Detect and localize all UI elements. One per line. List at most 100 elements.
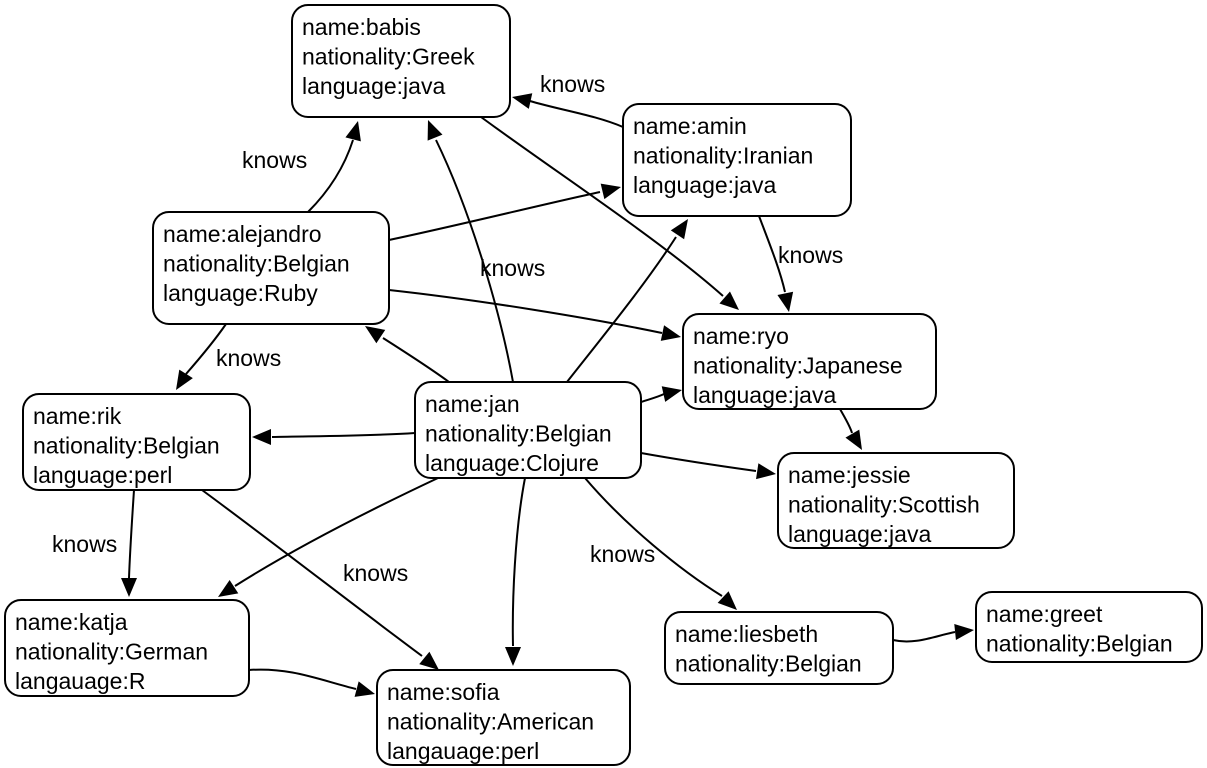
arrowhead (505, 647, 521, 666)
arrowhead (954, 624, 974, 640)
edge-label: knows (778, 242, 843, 268)
node-box (622, 103, 852, 217)
edge-line (640, 452, 757, 472)
node-property: name:greet (986, 601, 1103, 627)
node-jan[interactable]: name:jan nationality:Belgian language:Cloj… (414, 381, 642, 479)
edge-line (758, 215, 786, 293)
node-property: name:katja (15, 609, 128, 635)
node-property: name:alejandro (163, 221, 322, 247)
edge-rik-to-katja: knows (52, 489, 137, 597)
node-box (291, 4, 511, 118)
node-property: name:liesbeth (675, 621, 818, 647)
edge-jan-to-alejandro (365, 326, 450, 383)
node-sofia[interactable]: name:sofianationality:Americanlangauage:… (376, 669, 631, 766)
edge-jan-to-amin (566, 219, 688, 383)
node-property: langauage:R (15, 668, 145, 694)
node-box (376, 669, 631, 766)
arrowhead (252, 429, 271, 445)
node-liesbeth[interactable]: name:liesbeth nationality:Belgian (664, 611, 894, 685)
nodes-layer: name:babisnationality:Greeklanguage:java… (4, 4, 1203, 766)
edge-jan-to-sofia (505, 477, 526, 666)
arrowhead (419, 651, 439, 670)
arrowhead (756, 463, 776, 480)
node-property: language:java (693, 382, 836, 408)
edge-label: knows (590, 541, 655, 567)
edge-line (388, 191, 601, 241)
node-box (4, 599, 250, 697)
node-property: nationality:Belgian (163, 251, 350, 277)
edge-jan-to-babis: knows (427, 120, 545, 383)
arrowhead (670, 219, 688, 240)
node-property: language:java (788, 521, 931, 547)
node-property: nationality:Belgian (33, 433, 220, 459)
node-jessie[interactable]: name:jessienationality:Scottishlanguage:… (777, 452, 1015, 549)
edge-babis-to-ryo (480, 116, 739, 310)
node-ryo[interactable]: name:ryonationality:Japaneselanguage:jav… (682, 313, 937, 410)
edge-alejandro-to-ryo (388, 289, 681, 341)
arrowhead (512, 93, 533, 109)
node-property: nationality:Iranian (633, 143, 813, 169)
node-box (152, 211, 390, 325)
node-property: name:ryo (693, 323, 789, 349)
edge-alejandro-to-amin (388, 183, 621, 241)
node-property: language:Clojure (425, 450, 599, 476)
node-property: nationality:Belgian (675, 651, 862, 677)
node-property: nationality:Belgian (986, 631, 1173, 657)
node-property: name:jan (425, 391, 520, 417)
node-property: nationality:American (387, 709, 594, 735)
node-property: name:jessie (788, 462, 911, 488)
edge-label: knows (216, 345, 281, 371)
edge-label: knows (343, 560, 408, 586)
node-property: name:babis (302, 14, 421, 40)
node-box (22, 393, 251, 491)
edge-label: knows (52, 531, 117, 557)
edge-liesbeth-to-greet (892, 624, 974, 643)
edge-line (529, 100, 624, 128)
edge-line (892, 631, 956, 643)
arrowhead (717, 591, 737, 610)
edge-line (566, 236, 677, 383)
edge-ryo-to-jessie (839, 408, 862, 450)
node-alejandro[interactable]: name:alejandro nationality:Belgian languag… (152, 211, 390, 325)
node-amin[interactable]: name:amin nationality:Iranian language:jav… (622, 103, 852, 217)
edge-line (307, 139, 354, 213)
node-box (777, 452, 1015, 549)
node-property: language:Ruby (163, 280, 318, 306)
node-property: name:amin (633, 113, 747, 139)
arrowhead (354, 681, 375, 697)
edge-rik-to-sofia: knows (201, 489, 439, 670)
edge-katja-to-sofia (248, 668, 375, 697)
edge-amin-to-ryo: knows (758, 215, 843, 312)
arrowhead (218, 579, 239, 597)
node-property: name:rik (33, 403, 122, 429)
edge-line (201, 489, 423, 657)
node-box (414, 381, 642, 479)
arrowhead (427, 120, 443, 141)
edge-line (584, 477, 723, 597)
node-box (664, 611, 894, 685)
edge-line (511, 477, 526, 647)
arrowhead (176, 369, 193, 390)
edge-line (185, 323, 227, 375)
node-property: language:java (633, 172, 776, 198)
edge-label: knows (242, 147, 307, 173)
edge-line (382, 337, 450, 383)
arrowhead (719, 291, 739, 310)
node-property: nationality:Belgian (425, 421, 612, 447)
node-katja[interactable]: name:katja nationality:German langauage:R (4, 599, 250, 697)
node-property: language:java (302, 73, 445, 99)
edge-line (640, 393, 665, 403)
edge-jan-to-katja (218, 477, 439, 597)
edge-line (234, 477, 439, 587)
arrowhead (345, 121, 361, 142)
node-greet[interactable]: name:greet nationality:Belgian (975, 591, 1203, 663)
edge-line (271, 432, 416, 438)
edge-line (128, 489, 135, 579)
node-property: nationality:German (15, 639, 208, 665)
arrowhead (845, 429, 862, 450)
edge-alejandro-to-rik: knows (176, 323, 281, 390)
edge-line (839, 408, 853, 434)
